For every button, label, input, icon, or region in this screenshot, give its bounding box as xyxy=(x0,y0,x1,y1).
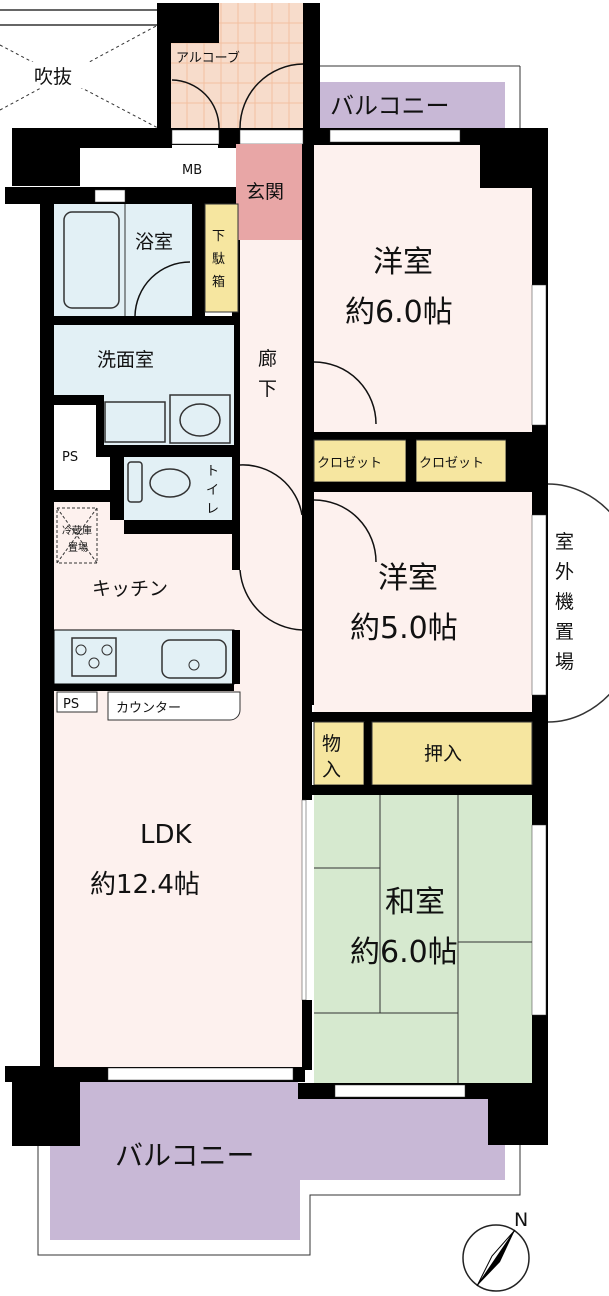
fridge-label-2: 置場 xyxy=(68,541,88,554)
genkan xyxy=(236,144,302,240)
western1-size: 約6.0帖 xyxy=(345,295,453,330)
sink xyxy=(161,639,227,679)
counter-label: カウンター xyxy=(116,701,181,716)
door-swing xyxy=(239,569,303,631)
fridge-label-1: 冷蔵庫 xyxy=(62,524,92,537)
storage xyxy=(313,721,365,786)
bathtub xyxy=(63,211,120,309)
ldk-name: LDK xyxy=(140,820,193,850)
outdoor-label-3: 機 xyxy=(555,591,574,613)
ps-shaft-1 xyxy=(54,405,96,490)
western2-size: 約5.0帖 xyxy=(350,611,458,646)
fukinuke-label: 吹抜 xyxy=(34,66,72,88)
getabako xyxy=(204,203,239,313)
getabako-label-1: 下 xyxy=(212,229,225,244)
balcony-bottom-label: バルコニー xyxy=(115,1139,254,1172)
bath-label: 浴室 xyxy=(135,231,173,253)
western2-name: 洋室 xyxy=(378,561,438,596)
ldk-size: 約12.4帖 xyxy=(90,870,200,900)
toilet-label-1: ト xyxy=(206,464,219,479)
outdoor-label-2: 外 xyxy=(555,561,574,583)
washitsu-name: 和室 xyxy=(385,885,445,920)
corridor-label-2: 下 xyxy=(258,378,277,400)
fukinuke-area: 吹抜 xyxy=(0,9,159,129)
outdoor-label-4: 置 xyxy=(555,621,574,643)
ldk xyxy=(54,500,305,1067)
balcony-top-label: バルコニー xyxy=(330,92,450,120)
door-swing xyxy=(313,361,377,425)
balcony-bottom xyxy=(50,1082,505,1240)
oshiire-label: 押入 xyxy=(424,743,462,765)
vanity xyxy=(169,394,231,444)
outdoor-label-1: 室 xyxy=(555,531,574,553)
ps1-label: PS xyxy=(62,450,78,465)
mb-label: MB xyxy=(182,163,202,178)
kitchen-counter xyxy=(53,629,235,685)
closet2-label: クロゼット xyxy=(419,456,484,471)
alcove-label: アルコーブ xyxy=(176,50,240,66)
toilet-bowl xyxy=(149,468,191,498)
western-room-1 xyxy=(314,145,532,432)
mb xyxy=(172,145,218,187)
bathroom xyxy=(54,204,192,316)
balcony-top xyxy=(320,82,505,128)
washroom-label: 洗面室 xyxy=(97,349,154,371)
washing-machine-space xyxy=(104,401,166,443)
stove xyxy=(71,637,117,677)
storage-label-1: 物 xyxy=(322,733,341,755)
storage-label-2: 入 xyxy=(322,759,341,781)
outdoor-unit-space xyxy=(547,483,609,723)
door-swing xyxy=(239,63,304,129)
toilet-label-2: イ xyxy=(206,483,219,498)
tatami-lines xyxy=(314,795,532,1083)
washitsu xyxy=(314,795,532,1083)
toilet-label-3: レ xyxy=(206,502,219,517)
genkan-label: 玄関 xyxy=(246,181,284,203)
closet-1 xyxy=(313,439,407,483)
door-swing xyxy=(171,79,220,129)
ps2-label: PS xyxy=(63,697,79,712)
compass-north-label: N xyxy=(514,1209,528,1231)
counter xyxy=(107,691,241,721)
getabako-label-2: 駄 xyxy=(212,252,225,267)
outdoor-label-5: 場 xyxy=(555,651,574,673)
ps-shaft-2 xyxy=(56,691,98,713)
compass: N xyxy=(462,1209,530,1292)
washitsu-size: 約6.0帖 xyxy=(350,935,458,970)
western1-name: 洋室 xyxy=(373,245,433,280)
western-room-2 xyxy=(314,492,532,712)
kitchen-label: キッチン xyxy=(92,578,168,600)
fridge-space xyxy=(56,507,98,564)
closet1-label: クロゼット xyxy=(317,456,382,471)
corridor-label-1: 廊 xyxy=(258,348,277,370)
door-swing xyxy=(239,464,303,516)
getabako-label-3: 箱 xyxy=(212,274,225,290)
oshiire xyxy=(371,721,533,786)
alcove-tiles xyxy=(170,3,305,128)
door-swing xyxy=(313,499,377,563)
